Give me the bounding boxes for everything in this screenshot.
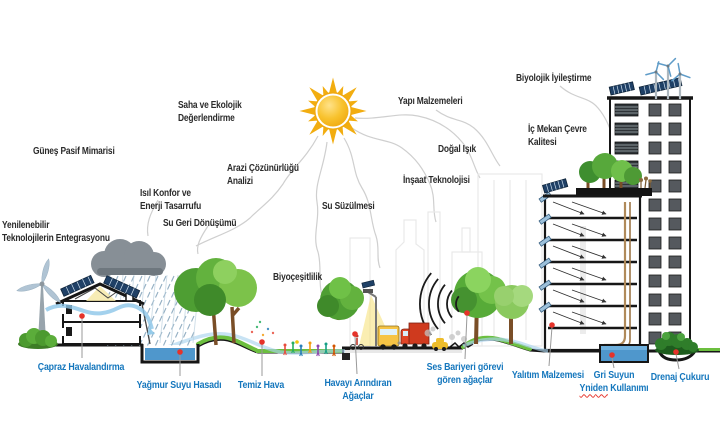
- callout-capraz-havalandirma: Çapraz Havalandırma: [37, 361, 125, 373]
- label-su-suzulmesi: Su Süzülmesi: [322, 201, 375, 212]
- leader-lines: [81, 314, 680, 376]
- truck-icon: [400, 322, 430, 349]
- callout-yagmur-suyu-hasadi: Yağmur Suyu Hasadı: [136, 379, 222, 391]
- passive-house: [45, 274, 155, 345]
- callout-ses-bariyeri: Ses Bariyeri görevi gören ağaçlar: [426, 361, 504, 387]
- callout-gri-suyun-line1: Gri Suyun: [593, 369, 635, 381]
- car-icon: [432, 338, 448, 351]
- rooftop-garden: [576, 153, 652, 196]
- label-insaat-teknolojisi: İnşaat Teknolojisi: [403, 175, 470, 186]
- callout-drenaj-cukuru: Drenaj Çukuru: [650, 371, 710, 383]
- label-saha-ve-ekolojik-degerlendirme: Saha ve Ekolojik Değerlendirme: [178, 100, 242, 124]
- roof-solar-panel-icon: [60, 274, 95, 297]
- high-rise-building: [607, 57, 693, 352]
- street-scene: [350, 279, 467, 351]
- sun-icon: [299, 77, 367, 145]
- rooftop-plants: [639, 176, 652, 189]
- callout-havayi-arindiran-agaclar: Havayı Arındıran Ağaçlar: [324, 377, 392, 403]
- roof-wind-turbines-icon: [645, 57, 691, 99]
- label-isil-konfor-ve-enerji-tasarrufu: Isıl Konfor ve Enerji Tasarrufu: [140, 188, 202, 212]
- drainage-pit-bushes: [655, 332, 699, 355]
- roof-solar-panels-icon: [608, 77, 683, 96]
- noise-barrier-trees: [451, 267, 533, 345]
- bus-icon: [377, 325, 400, 350]
- rain-cloud-icon: [91, 239, 166, 277]
- playing-children: [250, 320, 336, 357]
- wind-turbine-icon: [16, 258, 61, 341]
- street-lamp-icon: [361, 279, 377, 347]
- park-trees: [174, 258, 364, 346]
- label-arazi-cozunurlugu-analizi: Arazi Çözünürlüğü Analizi: [227, 163, 299, 187]
- label-biyolojik-iyilestirme: Biyolojik İyileştirme: [516, 73, 592, 84]
- roof-solar-panel-icon: [103, 275, 141, 299]
- marker-dots: [79, 310, 679, 358]
- label-biyocesitlilik: Biyoçeşitlilik: [273, 272, 323, 283]
- label-gunes-pasif-mimarisi: Güneş Pasif Mimarisi: [33, 146, 115, 157]
- callout-temiz-hava: Temiz Hava: [237, 379, 285, 391]
- water-stream: [149, 332, 549, 355]
- rainwater-basin: [140, 344, 200, 364]
- bush: [18, 328, 58, 349]
- label-su-geri-donusumu: Su Geri Dönüşümü: [163, 218, 237, 229]
- exhaust-smoke: [397, 326, 467, 345]
- connector-lines: [146, 85, 619, 297]
- facade-solar-panel-icon: [542, 178, 569, 194]
- label-ic-mekan-cevre-kalitesi: İç Mekan Çevre Kalitesi: [528, 124, 587, 148]
- callout-yalitim-malzemesi: Yalıtım Malzemesi: [511, 369, 585, 381]
- label-yapi-malzemeleri: Yapı Malzemeleri: [398, 96, 463, 107]
- label-yenilenebilir-teknolojilerin-entegrasyonu: Yenilenebilir Teknolojilerin Entegrasyon…: [2, 220, 110, 244]
- label-dogal-isik: Doğal Işık: [438, 144, 477, 155]
- greywater-tank: [599, 202, 649, 363]
- callout-gri-suyun-line2: Yniden Kullanımı: [579, 382, 649, 395]
